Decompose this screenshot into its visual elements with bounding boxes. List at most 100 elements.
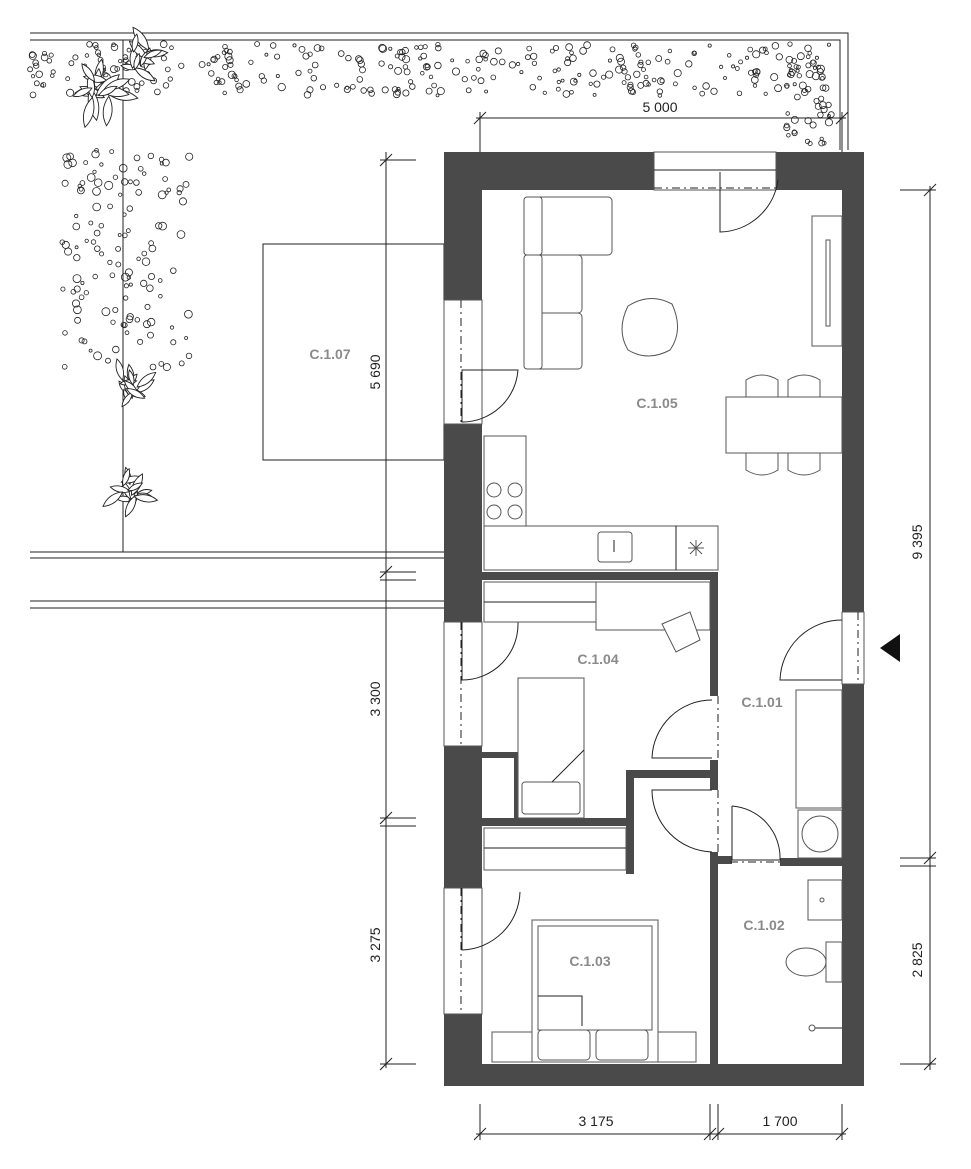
room-label-bedroom-small: C.1.04 <box>577 651 618 667</box>
pebble <box>434 61 442 70</box>
pebble <box>133 154 141 162</box>
leaf <box>133 67 156 82</box>
pebble <box>633 70 641 78</box>
pebble <box>422 44 428 50</box>
pebble <box>223 47 229 53</box>
pebble <box>692 85 697 90</box>
pebble <box>646 82 651 87</box>
pebble <box>206 62 211 67</box>
pebble <box>802 88 807 93</box>
room-label-hall: C.1.01 <box>741 694 782 710</box>
plant-icon <box>72 26 169 518</box>
pebble <box>556 79 561 85</box>
pebble <box>718 64 724 70</box>
pebble <box>787 41 793 47</box>
pebble <box>451 67 460 76</box>
dim-top-width: 5 000 <box>642 99 677 115</box>
pebble <box>128 78 136 86</box>
axis-lines <box>460 187 859 1014</box>
pebble <box>91 150 100 159</box>
pebble <box>98 222 104 229</box>
pebble <box>792 82 797 87</box>
pebble <box>805 70 814 79</box>
pebble <box>62 330 68 336</box>
pebble <box>804 138 811 144</box>
toilet-icon <box>785 941 843 983</box>
pebble <box>564 59 572 67</box>
garden-area <box>27 26 849 609</box>
pebble <box>388 64 394 70</box>
pebble <box>319 84 326 91</box>
pebble <box>424 63 431 71</box>
pebble <box>227 61 234 68</box>
washbasin <box>807 879 843 921</box>
pebble <box>121 272 130 282</box>
pebble <box>435 41 441 48</box>
pebble <box>752 83 758 88</box>
pebble <box>125 315 134 324</box>
pebble <box>123 295 129 301</box>
pebble <box>490 57 498 66</box>
pebble <box>465 87 472 94</box>
pebble <box>565 43 573 51</box>
pebble <box>90 239 97 245</box>
pebble <box>738 59 743 65</box>
pebble <box>573 78 578 83</box>
pebble <box>61 179 69 187</box>
pebble <box>86 41 93 48</box>
pebble <box>569 50 574 56</box>
pebble <box>167 76 173 82</box>
pebble <box>399 48 406 56</box>
pebble <box>66 152 74 161</box>
pebble <box>222 90 227 96</box>
pebble <box>275 74 280 79</box>
pebble <box>635 52 641 58</box>
room-label-bedroom: C.1.03 <box>569 953 610 969</box>
pebble <box>403 68 411 76</box>
pebble <box>99 251 105 257</box>
pebble <box>549 48 555 54</box>
pebble <box>307 51 313 57</box>
pebble <box>158 294 163 299</box>
pebble <box>139 80 145 86</box>
pebble <box>118 192 123 197</box>
pebble <box>68 158 77 168</box>
pebble <box>620 64 627 71</box>
pebble <box>313 44 322 52</box>
pebble <box>588 81 593 86</box>
pebble <box>577 72 582 77</box>
pebble <box>791 129 798 137</box>
pebble <box>642 79 650 87</box>
pebble <box>109 149 115 155</box>
pebble <box>519 70 524 75</box>
pebble <box>592 93 597 97</box>
pebble <box>356 56 364 64</box>
terrace-outline <box>262 243 445 461</box>
pebble <box>783 124 791 132</box>
wardrobe-room-04 <box>483 581 597 623</box>
pebble <box>824 118 833 127</box>
pebble <box>318 45 325 52</box>
pebble <box>182 180 190 188</box>
pebble <box>128 282 133 287</box>
pebble <box>560 78 565 83</box>
leaf <box>133 52 141 71</box>
pebble <box>154 88 161 96</box>
pebble <box>27 66 34 73</box>
room-label-terrace: C.1.07 <box>309 346 350 362</box>
pebble <box>123 57 129 63</box>
pebble <box>147 152 155 160</box>
pebble <box>94 245 101 252</box>
pebble <box>811 72 821 81</box>
pebble <box>236 86 244 94</box>
pebble <box>418 56 423 61</box>
pebble <box>114 66 120 72</box>
pebble <box>221 50 227 55</box>
pebble <box>72 299 81 308</box>
pebble <box>162 158 170 167</box>
pebble <box>414 45 419 50</box>
pebble <box>436 87 445 96</box>
pebble <box>213 79 219 86</box>
pebble <box>298 46 306 53</box>
